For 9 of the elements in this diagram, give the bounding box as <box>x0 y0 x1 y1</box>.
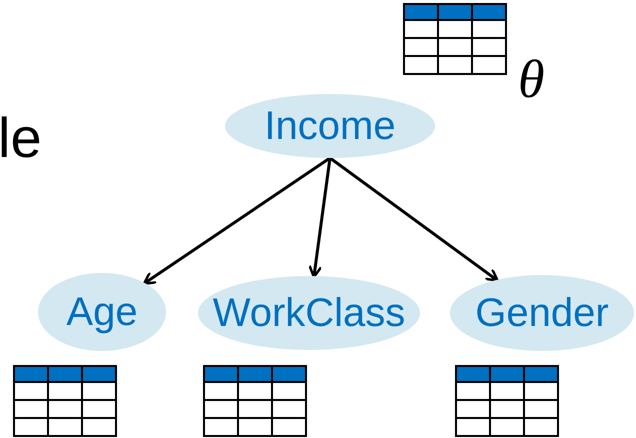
partial-title-text: le <box>0 110 42 166</box>
node-label: WorkClass <box>212 293 406 333</box>
node-label: Gender <box>475 293 609 333</box>
node-label: Age <box>66 292 138 332</box>
node-label: Income <box>264 106 396 146</box>
arrow <box>329 156 499 282</box>
arrow <box>142 156 331 285</box>
parameter-symbol: θ <box>518 52 545 106</box>
arrow <box>308 158 332 278</box>
